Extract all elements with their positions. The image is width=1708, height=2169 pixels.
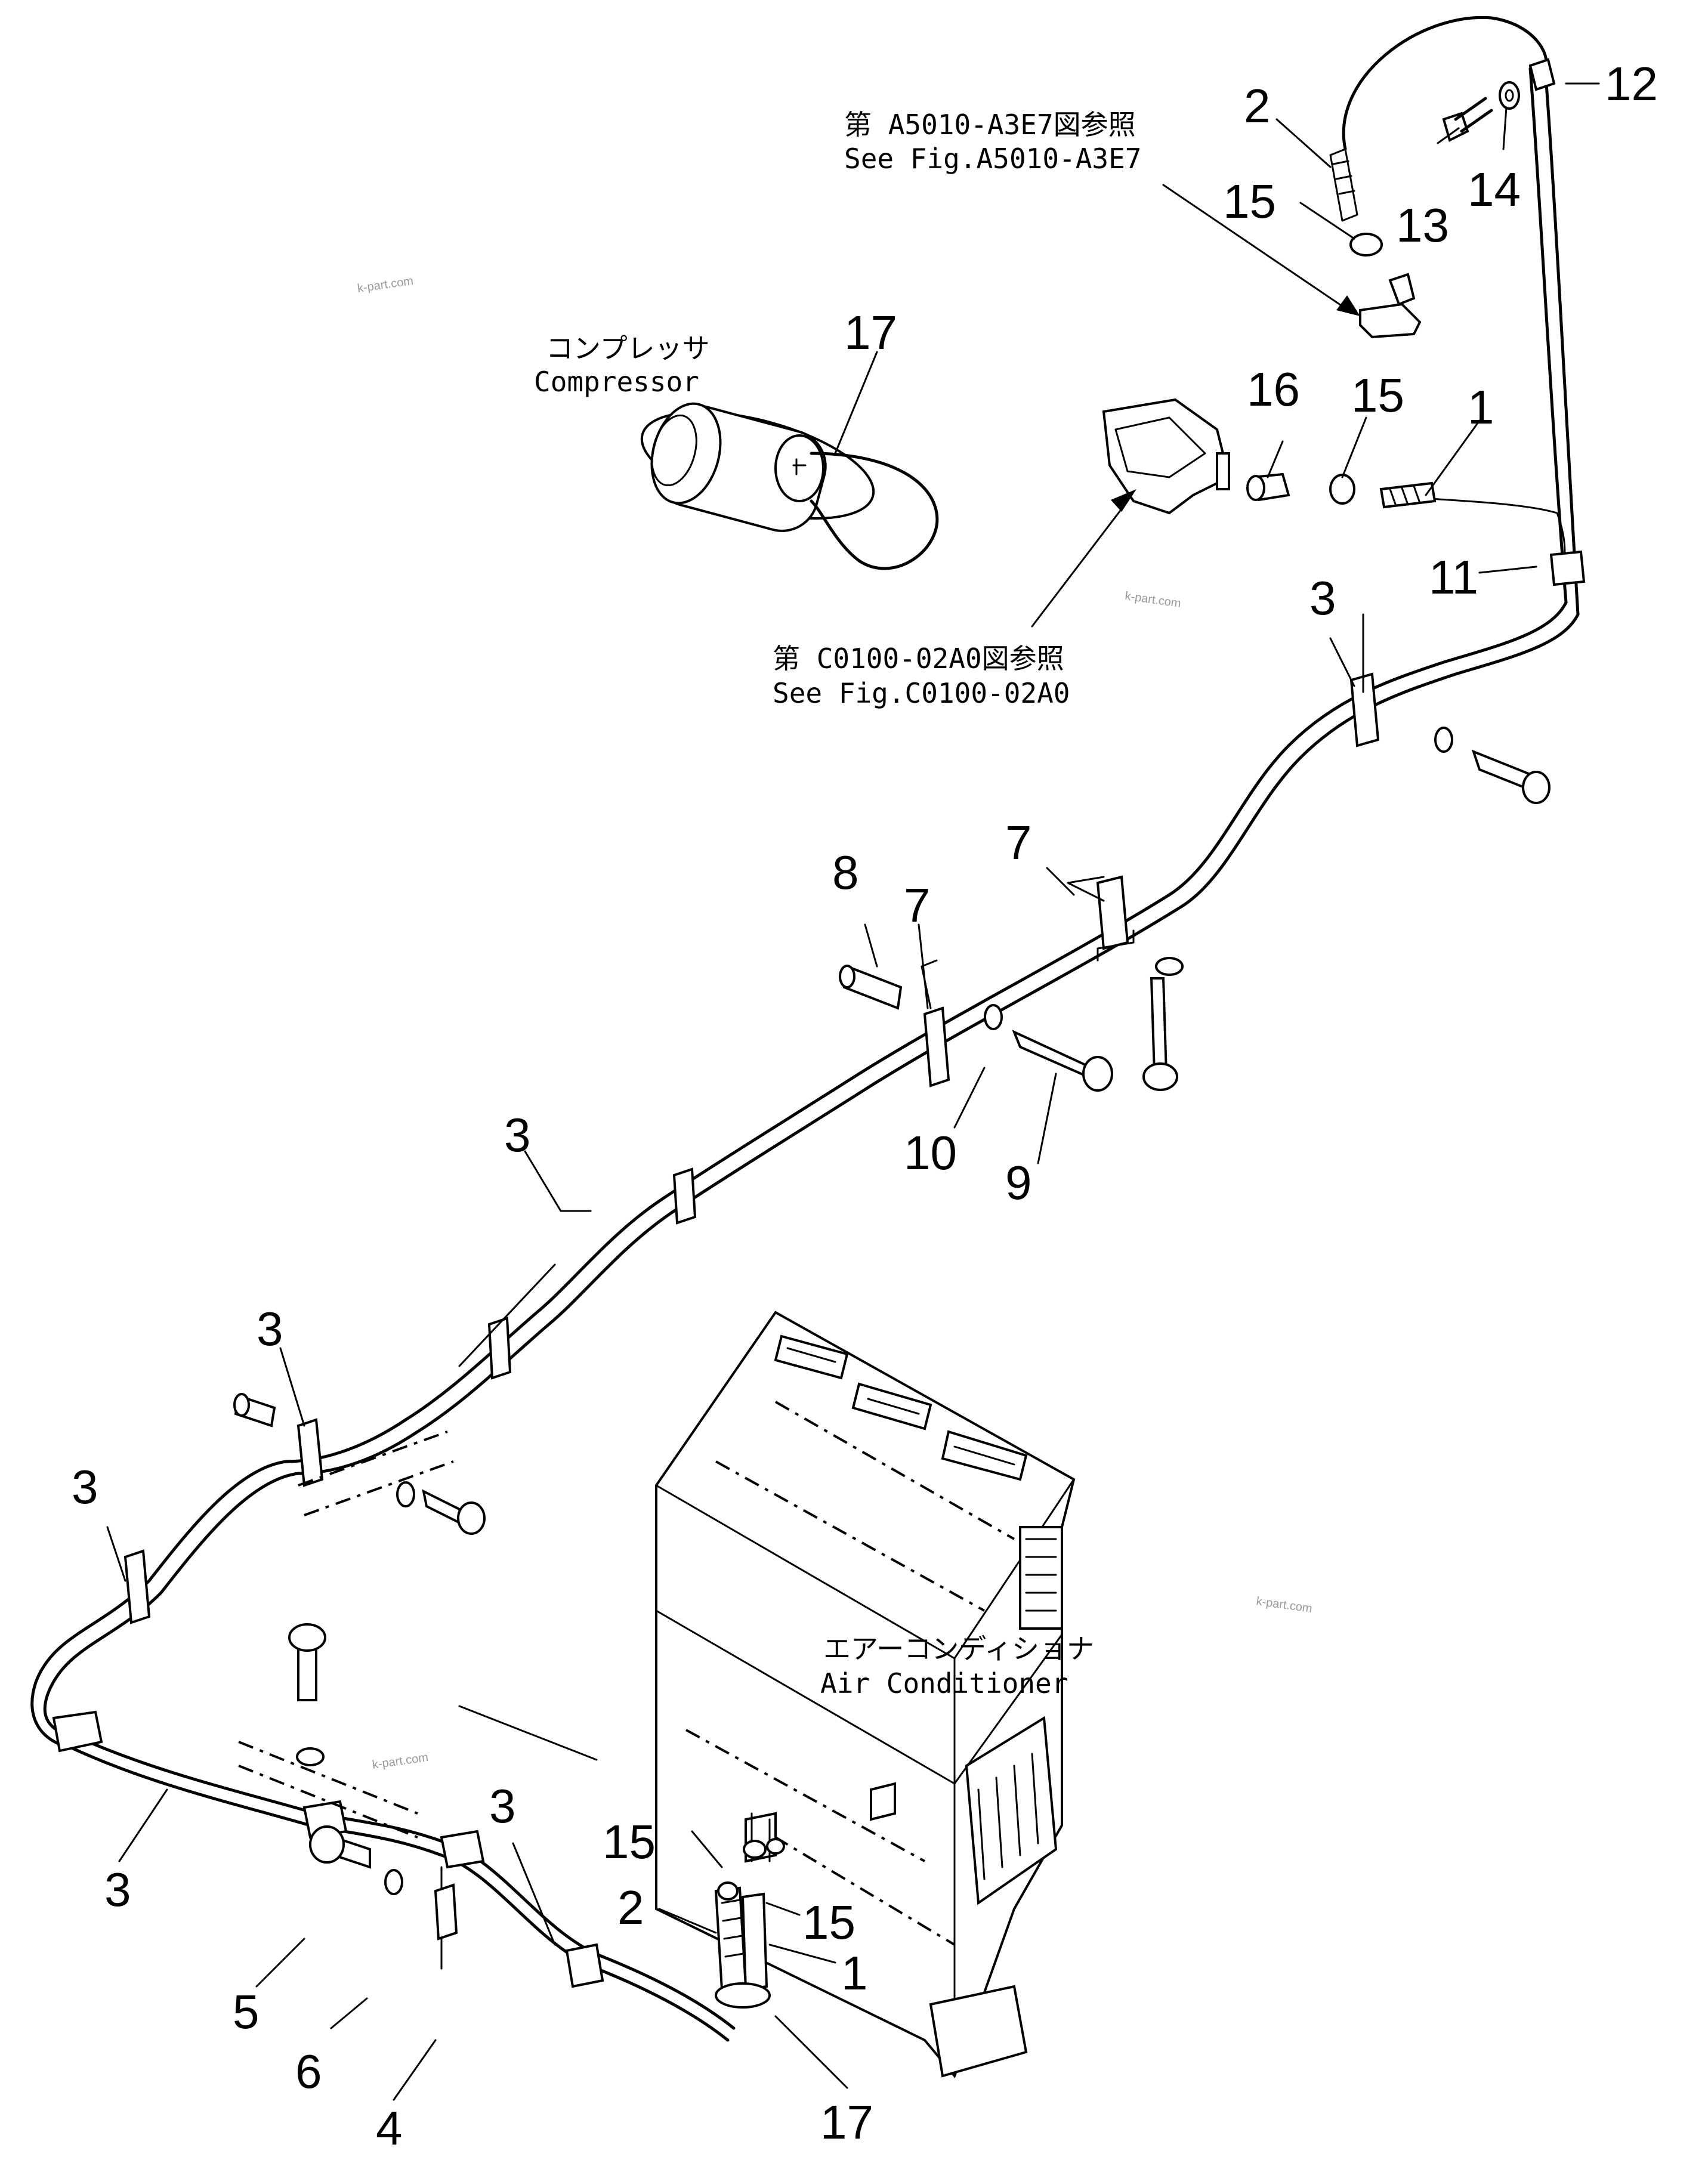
reference-caption-en: See Fig.A5010-A3E7	[844, 143, 1142, 175]
reference-caption-en: See Fig.C0100-02A0	[773, 677, 1070, 709]
callout-7: 7	[904, 879, 931, 932]
bolt-icon	[288, 749, 1551, 1869]
grommet-icon	[233, 965, 903, 1428]
part-callouts: 12 2 13 14 15 17 16 15 1 11 3 8 7 7 10 9…	[72, 57, 1658, 2155]
callout-7: 7	[1005, 816, 1032, 869]
reference-caption-ja: 第 C0100-02A0図参照	[773, 642, 1064, 675]
fitting-icon	[1329, 148, 1422, 339]
bracket-icon	[434, 1883, 458, 1941]
callout-12: 12	[1605, 57, 1658, 110]
air-conditioner-label-ja: エアーコンディショナ	[823, 1633, 1094, 1665]
callout-15: 15	[802, 1896, 855, 1949]
callout-3: 3	[72, 1460, 98, 1513]
callout-3: 3	[257, 1302, 283, 1355]
callout-2: 2	[1244, 79, 1271, 132]
leader-lines	[106, 82, 1600, 2101]
callout-4: 4	[376, 2102, 403, 2155]
callout-3: 3	[489, 1779, 516, 1833]
washer-icon	[296, 727, 1453, 1895]
callout-1: 1	[1468, 381, 1494, 434]
callout-3: 3	[104, 1863, 131, 1916]
pipe-clip-icon	[1528, 58, 1556, 91]
callout-15: 15	[1351, 369, 1404, 422]
reference-caption-ja: 第 A5010-A3E7図参照	[844, 109, 1136, 141]
watermark: k-part.com	[357, 274, 415, 295]
air-conditioner-label-en: Air Conditioner	[820, 1667, 1068, 1700]
air-conditioner-unit-icon	[655, 1311, 1076, 2078]
callout-14: 14	[1468, 163, 1521, 216]
callout-8: 8	[832, 846, 859, 899]
reference-arrows	[1031, 184, 1360, 628]
callout-3: 3	[1309, 571, 1336, 625]
callout-17: 17	[844, 306, 897, 359]
fitting-icon	[1102, 398, 1231, 515]
hose-clamp-icon	[717, 1838, 785, 1901]
mounting-guide-lines	[238, 1430, 454, 1839]
callout-5: 5	[233, 1985, 260, 2038]
compressor-label-ja: コンプレッサ	[546, 332, 710, 364]
callout-3: 3	[504, 1108, 531, 1161]
hose-icon	[714, 1812, 771, 2009]
watermark: k-part.com	[372, 1751, 430, 1772]
callout-2: 2	[617, 1881, 644, 1934]
callout-15: 15	[1223, 175, 1276, 228]
callout-10: 10	[904, 1126, 957, 1179]
compressor-label-en: Compressor	[534, 366, 699, 398]
callout-15: 15	[603, 1815, 656, 1868]
watermark: k-part.com	[1255, 1595, 1313, 1615]
callout-16: 16	[1247, 363, 1300, 416]
callout-1: 1	[841, 1946, 868, 2000]
washer-icon	[1499, 81, 1520, 110]
bolt-icon	[1442, 97, 1493, 142]
main-hose-line	[30, 16, 1580, 2042]
callout-9: 9	[1005, 1156, 1032, 1209]
callout-6: 6	[295, 2045, 322, 2098]
callout-11: 11	[1429, 551, 1478, 604]
compressor-icon	[640, 402, 939, 570]
callout-17: 17	[820, 2096, 873, 2149]
watermark: k-part.com	[1124, 589, 1182, 610]
hose-clamp-icon	[1329, 233, 1383, 505]
fitting-icon	[1246, 472, 1290, 502]
callout-13: 13	[1396, 199, 1449, 252]
hose-icon	[1379, 481, 1437, 509]
pipe-clip-icon	[52, 550, 1586, 1988]
